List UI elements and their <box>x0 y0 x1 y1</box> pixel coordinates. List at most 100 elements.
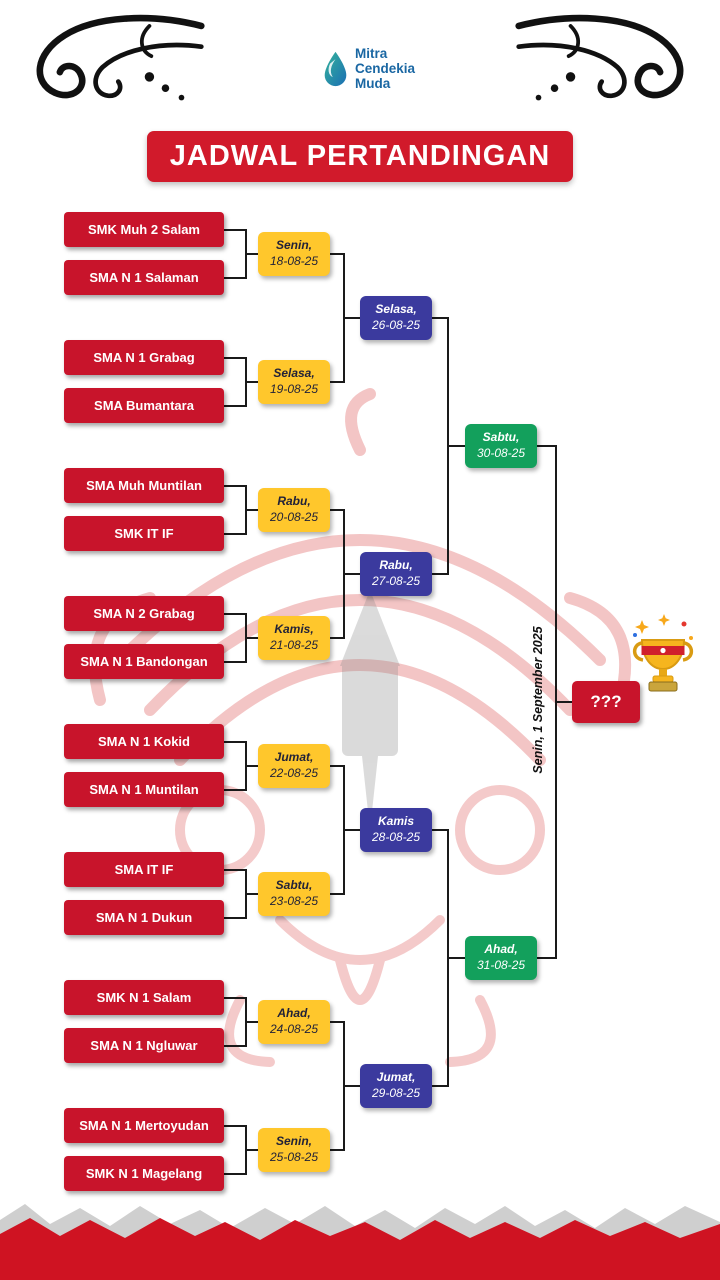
round1-date-box: Senin,25-08-25 <box>258 1128 330 1172</box>
match-date: 21-08-25 <box>269 638 319 652</box>
trophy-icon <box>632 614 694 692</box>
match-day: Sabtu, <box>275 878 313 893</box>
match-date: 29-08-25 <box>371 1086 421 1100</box>
match-date: 20-08-25 <box>269 510 319 524</box>
team-box: SMA N 1 Dukun <box>64 900 224 935</box>
match-date: 25-08-25 <box>269 1150 319 1164</box>
match-day: Rabu, <box>379 558 413 573</box>
round2-date-box: Jumat,29-08-25 <box>360 1064 432 1108</box>
team-box: SMA N 1 Muntilan <box>64 772 224 807</box>
bracket-connector-line <box>246 253 258 255</box>
round1-date-box: Jumat,22-08-25 <box>258 744 330 788</box>
team-box: SMK IT IF <box>64 516 224 551</box>
bracket-connector-line <box>537 957 556 959</box>
logo-text: Mitra Cendekia Muda <box>355 46 415 91</box>
round3-date-box: Ahad,31-08-25 <box>465 936 537 980</box>
bracket-connector-line <box>246 509 258 511</box>
bracket-connector-line <box>344 829 360 831</box>
bracket-connector-line <box>246 1021 258 1023</box>
match-day: Kamis <box>377 814 415 829</box>
team-box: SMA N 1 Bandongan <box>64 644 224 679</box>
match-date: 27-08-25 <box>371 574 421 588</box>
match-day: Sabtu, <box>482 430 520 445</box>
bracket-connector-line <box>556 701 572 703</box>
match-date: 28-08-25 <box>371 830 421 844</box>
match-date: 18-08-25 <box>269 254 319 268</box>
match-day: Selasa, <box>375 302 417 317</box>
match-day: Kamis, <box>274 622 314 637</box>
bracket-connector-line <box>432 829 448 831</box>
round1-date-box: Selasa,19-08-25 <box>258 360 330 404</box>
bracket-connector-line <box>224 356 246 359</box>
torn-paper-edge <box>0 1204 720 1280</box>
bracket-connector-line <box>330 253 344 255</box>
logo-line-3: Muda <box>355 76 391 92</box>
bracket-connector-line <box>224 788 246 791</box>
bracket-connector-line <box>330 637 344 639</box>
team-box: SMK N 1 Salam <box>64 980 224 1015</box>
flourish-ornament-right <box>515 14 684 101</box>
bracket-connector-line <box>224 916 246 919</box>
round2-date-box: Rabu,27-08-25 <box>360 552 432 596</box>
match-date: 23-08-25 <box>269 894 319 908</box>
bracket-connector-line <box>344 1085 360 1087</box>
round1-date-box: Senin,18-08-25 <box>258 232 330 276</box>
team-box: SMK Muh 2 Salam <box>64 212 224 247</box>
match-date: 22-08-25 <box>269 766 319 780</box>
bracket-connector-line <box>224 484 246 487</box>
match-date: 30-08-25 <box>476 446 526 460</box>
bracket-connector-line <box>344 573 360 575</box>
team-box: SMA N 1 Kokid <box>64 724 224 759</box>
bracket-connector-line <box>246 1149 258 1151</box>
bracket-connector-line <box>224 612 246 615</box>
bracket-connector-line <box>330 1021 344 1023</box>
bracket-connector-line <box>448 957 465 959</box>
logo-line-1: Mitra <box>355 46 388 61</box>
bracket-connector-line <box>224 740 246 743</box>
bracket-connector-line <box>246 765 258 767</box>
match-day: Jumat, <box>274 750 314 765</box>
bracket-connector-line <box>246 381 258 383</box>
bracket-connector-line <box>330 1149 344 1151</box>
round2-date-box: Selasa,26-08-25 <box>360 296 432 340</box>
bracket-connector-line <box>432 317 448 319</box>
round1-date-box: Ahad,24-08-25 <box>258 1000 330 1044</box>
round1-date-box: Rabu,20-08-25 <box>258 488 330 532</box>
logo-line-2: Cendekia <box>355 61 416 77</box>
match-day: Ahad, <box>484 942 518 957</box>
bracket-connector-line <box>330 381 344 383</box>
bracket-connector-line <box>344 317 360 319</box>
team-box: SMA Muh Muntilan <box>64 468 224 503</box>
match-day: Selasa, <box>273 366 315 381</box>
team-box: SMA N 1 Mertoyudan <box>64 1108 224 1143</box>
round3-date-box: Sabtu,30-08-25 <box>465 424 537 468</box>
bracket-connector-line <box>224 404 246 407</box>
final-date-vertical: Senin, 1 September 2025 <box>531 626 545 774</box>
bracket-connector-line <box>224 1124 246 1127</box>
team-box: SMA N 1 Salaman <box>64 260 224 295</box>
team-box: SMK N 1 Magelang <box>64 1156 224 1191</box>
bracket-connector-line <box>224 228 246 231</box>
match-date: 31-08-25 <box>476 958 526 972</box>
match-day: Jumat, <box>376 1070 416 1085</box>
bracket-connector-line <box>432 573 448 575</box>
flourish-ornament-left <box>36 14 205 101</box>
match-date: 24-08-25 <box>269 1022 319 1036</box>
bracket-connector-line <box>330 509 344 511</box>
team-box: SMA N 1 Grabag <box>64 340 224 375</box>
title-banner: JADWAL PERTANDINGAN <box>147 131 573 182</box>
match-day: Senin, <box>275 238 312 253</box>
team-box: SMA N 2 Grabag <box>64 596 224 631</box>
bracket-connector-line <box>330 765 344 767</box>
bracket-connector-line <box>537 445 556 447</box>
team-box: SMA N 1 Ngluwar <box>64 1028 224 1063</box>
team-box: SMA Bumantara <box>64 388 224 423</box>
match-date: 19-08-25 <box>269 382 319 396</box>
bracket-connector-line <box>330 893 344 895</box>
bracket-connector-line <box>246 893 258 895</box>
bracket-connector-line <box>224 868 246 871</box>
match-day: Ahad, <box>277 1006 311 1021</box>
match-day: Senin, <box>275 1134 312 1149</box>
